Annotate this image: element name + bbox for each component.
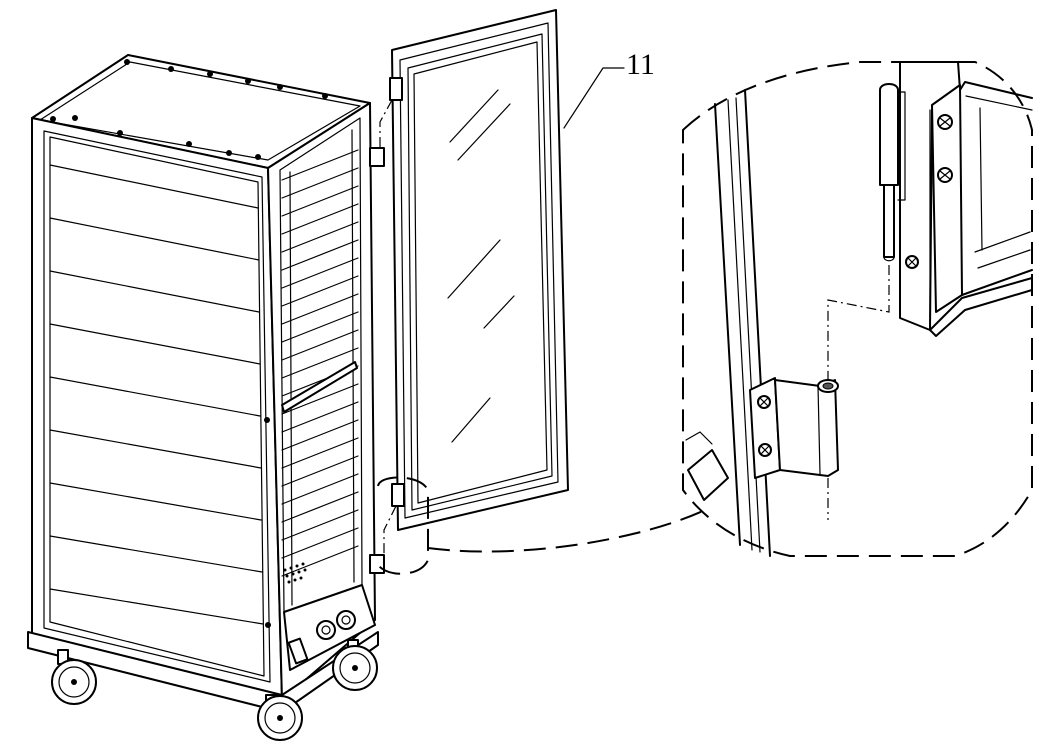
support-bar <box>281 361 358 413</box>
door-hinge-bottom <box>391 483 405 507</box>
detail-callout <box>375 61 1033 575</box>
caster-front-left <box>51 649 97 705</box>
cabinet-side-frame <box>267 102 376 701</box>
door-hinge-top <box>389 77 403 101</box>
caster-back-right <box>332 639 378 691</box>
callout-leader-11 <box>563 67 625 129</box>
glass-door <box>379 9 569 556</box>
detail-cabinet-edge <box>685 89 771 557</box>
vent-holes <box>283 562 307 584</box>
power-switch <box>287 637 309 665</box>
cabinet-hinge-bracket-top <box>369 147 385 167</box>
side-screw <box>265 622 271 628</box>
cabinet <box>27 54 385 741</box>
rail-post-front <box>289 171 293 606</box>
rail-post-back <box>351 129 355 583</box>
detail-circle-small <box>375 476 429 575</box>
detail-hinge-bracket <box>749 377 839 520</box>
detail-circle-large <box>682 61 1033 557</box>
cabinet-front-inner-frame <box>43 130 271 683</box>
detail-alignment-line <box>827 265 890 380</box>
control-knob <box>336 610 356 630</box>
cabinet-front-panel <box>49 136 265 677</box>
cabinet-hinge-bracket-bottom <box>369 554 385 574</box>
door-frame-inner-edge <box>399 22 559 519</box>
detail-door-frame <box>899 61 1033 337</box>
detail-hinge-pin <box>879 83 906 262</box>
top-rivets <box>50 59 328 160</box>
door-outer-frame <box>391 9 569 531</box>
door-gasket <box>407 33 553 511</box>
side-screw <box>264 417 270 423</box>
caster-front-right <box>257 694 303 741</box>
control-knob <box>316 620 336 640</box>
door-glass <box>413 41 548 504</box>
tray-rails <box>281 149 359 577</box>
front-panel-seams <box>49 164 264 625</box>
detail-connector <box>427 509 706 553</box>
cabinet-top-inner-edge <box>39 61 361 161</box>
callout-label-11: 11 <box>626 48 655 81</box>
